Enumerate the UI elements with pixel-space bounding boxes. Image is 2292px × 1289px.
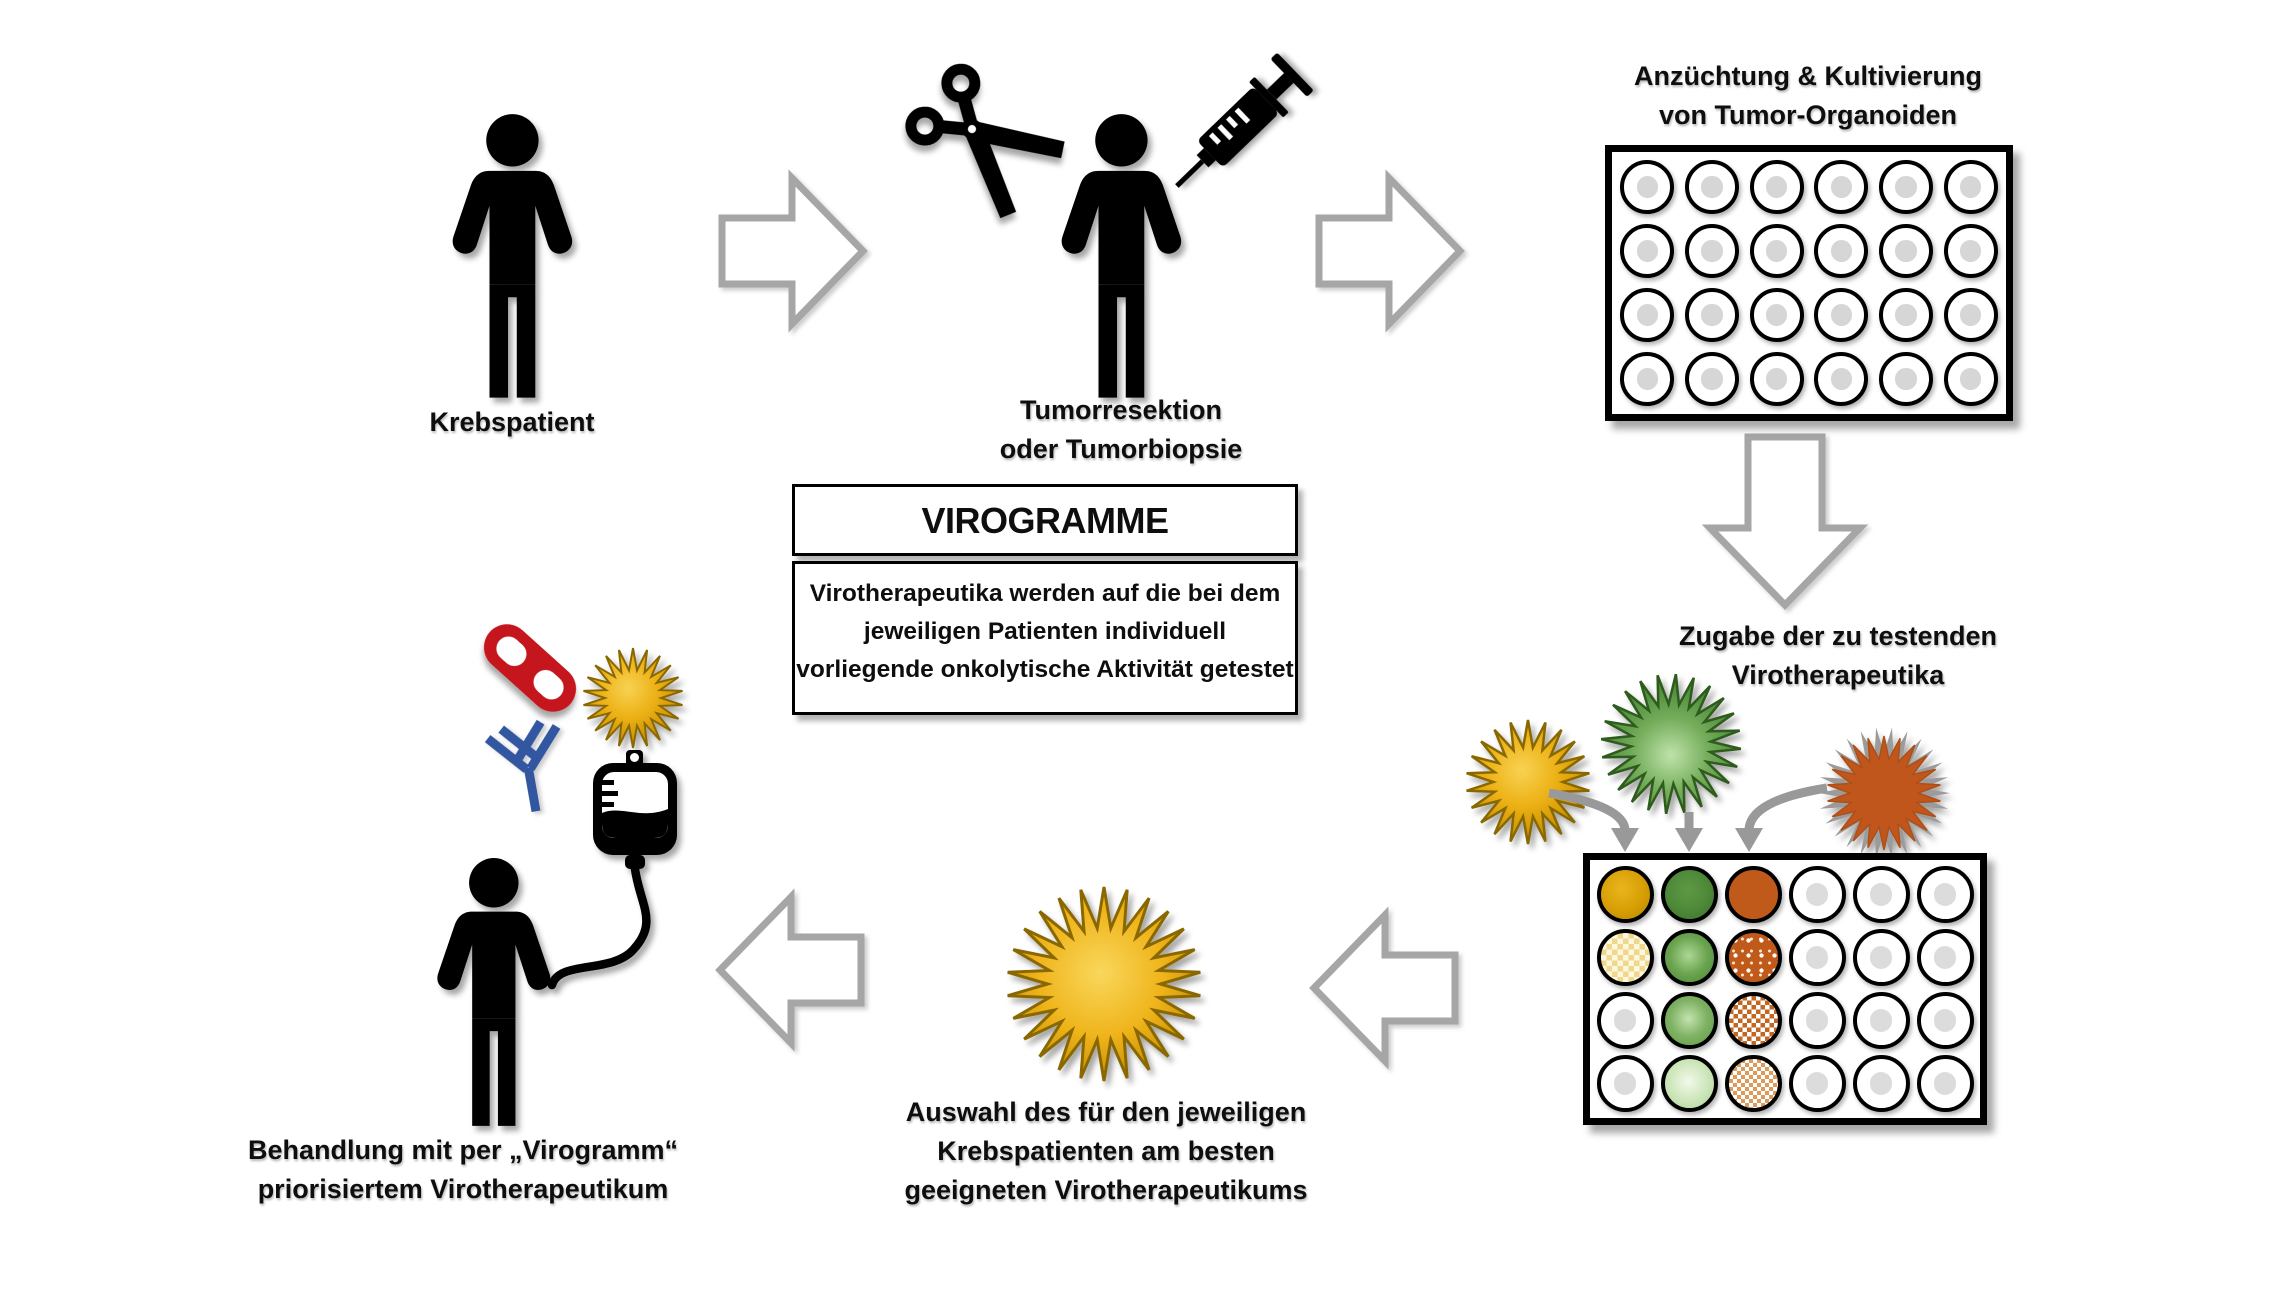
organoid-label-line2: von Tumor-Organoiden [1659, 100, 1957, 130]
well-green-light [1660, 992, 1718, 1049]
antibody-icon [484, 719, 561, 813]
well-empty [1878, 352, 1933, 406]
arrow-left-2-icon [715, 888, 865, 1052]
orange-virus-icon [1827, 735, 1941, 851]
well-empty [1916, 1055, 1974, 1112]
arrow-right-2-icon [1315, 169, 1465, 333]
syringe-icon [1175, 53, 1313, 188]
virogramme-description-line3: vorliegende onkolytische Aktivität getes… [796, 656, 1294, 683]
virogramme-description-line2: jeweiligen Patienten individuell [863, 618, 1227, 645]
well-empty [1852, 866, 1910, 923]
treatment-label-line2: priorisiertem Virotherapeutikum [257, 1174, 669, 1204]
arrow-right-1-icon [718, 169, 868, 333]
pipetting-arrows [1548, 783, 1828, 852]
virogramme-description-box: Virotherapeutika werden auf die bei dem … [792, 561, 1298, 715]
well-orange-check-light [1724, 1055, 1782, 1112]
well-empty [1852, 992, 1910, 1049]
well-empty [1749, 352, 1804, 406]
well-empty [1620, 160, 1675, 214]
well-empty [1878, 224, 1933, 278]
pill-icon [483, 624, 577, 712]
treated-patient-icon [437, 858, 551, 1126]
well-empty [1749, 160, 1804, 214]
organoid-culture-plate [1605, 145, 2013, 421]
arrow-down-icon [1701, 433, 1869, 611]
selected-virus-icon [1007, 886, 1201, 1082]
well-empty [1684, 288, 1739, 342]
well-empty [1852, 1055, 1910, 1112]
well-empty [1878, 160, 1933, 214]
well-empty [1943, 288, 1998, 342]
tumor-patient-icon [1061, 114, 1182, 398]
well-empty [1916, 866, 1974, 923]
treatment-label-line1: Behandlung mit per „Virogramm“ [247, 1135, 679, 1165]
well-orange-solid [1724, 866, 1782, 923]
addition-label-line2: Virotherapeutika [1731, 660, 1945, 690]
well-empty [1788, 866, 1846, 923]
well-orange-dot [1724, 929, 1782, 986]
well-empty [1788, 992, 1846, 1049]
well-empty [1788, 929, 1846, 986]
well-empty [1749, 224, 1804, 278]
well-empty [1852, 929, 1910, 986]
well-empty [1620, 288, 1675, 342]
well-empty [1620, 352, 1675, 406]
well-empty [1916, 992, 1974, 1049]
organoid-label-line1: Anzüchtung & Kultivierung [1634, 61, 1982, 91]
well-empty [1749, 288, 1804, 342]
well-empty [1684, 352, 1739, 406]
green-virus-icon [1600, 673, 1742, 815]
cancer-patient-icon [452, 114, 573, 398]
well-empty [1916, 929, 1974, 986]
addition-label-line1: Zugabe der zu testenden [1678, 621, 1998, 651]
well-empty [1684, 224, 1739, 278]
well-green-pale [1660, 1055, 1718, 1112]
scissors-icon [905, 63, 1065, 219]
iv-bag-icon [547, 750, 677, 990]
well-empty [1814, 352, 1869, 406]
well-gold-check [1596, 929, 1654, 986]
well-empty [1814, 160, 1869, 214]
virogramme-title-box: VIROGRAMME [792, 484, 1298, 556]
virogram-result-plate [1583, 853, 1987, 1125]
arrow-left-1-icon [1309, 906, 1459, 1070]
well-green-mid [1660, 929, 1718, 986]
well-empty [1943, 160, 1998, 214]
well-empty [1943, 352, 1998, 406]
selection-label-line3: geeigneten Virotherapeutikums [904, 1175, 1308, 1205]
well-green-dark [1660, 866, 1718, 923]
well-empty [1620, 224, 1675, 278]
resection-label-line1: Tumorresektion [1019, 395, 1223, 425]
gold-virus-option-icon [583, 647, 683, 749]
well-empty [1814, 288, 1869, 342]
well-empty [1814, 224, 1869, 278]
well-empty [1943, 224, 1998, 278]
virogramme-description-line1: Virotherapeutika werden auf die bei dem [809, 580, 1281, 607]
well-empty [1596, 992, 1654, 1049]
selection-label-line1: Auswahl des für den jeweiligen [905, 1097, 1307, 1127]
gold-virus-icon [1466, 719, 1590, 845]
resection-label-line2: oder Tumorbiopsie [999, 434, 1243, 464]
selection-label-line2: Krebspatienten am besten [937, 1136, 1275, 1166]
well-empty [1684, 160, 1739, 214]
well-gold-solid [1596, 866, 1654, 923]
well-orange-check [1724, 992, 1782, 1049]
well-empty [1788, 1055, 1846, 1112]
patient-label: Krebspatient [429, 407, 595, 437]
well-empty [1596, 1055, 1654, 1112]
well-empty [1878, 288, 1933, 342]
